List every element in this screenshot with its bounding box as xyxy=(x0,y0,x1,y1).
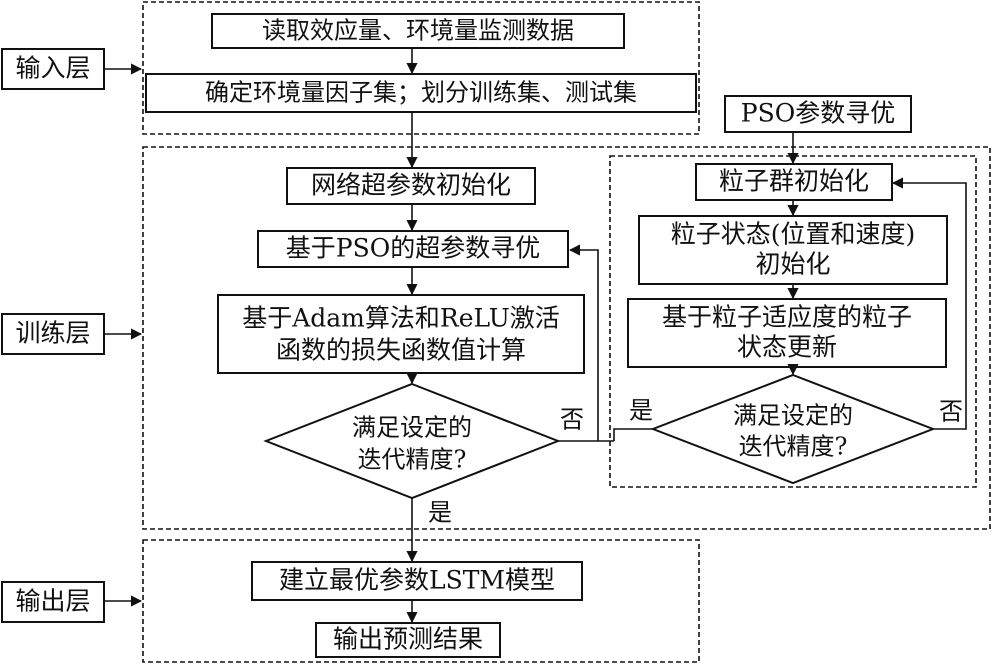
svg-text:函数的损失函数值计算: 函数的损失函数值计算 xyxy=(276,336,526,365)
svg-text:输出层: 输出层 xyxy=(15,587,90,616)
pso-subframe xyxy=(609,155,977,488)
train-decision-diamond: 满足设定的 迭代精度? xyxy=(263,382,561,500)
yes-label-bottom: 是 xyxy=(428,499,452,527)
svg-text:确定环境量因子集；划分训练集、测试集: 确定环境量因子集；划分训练集、测试集 xyxy=(205,79,637,107)
svg-text:状态更新: 状态更新 xyxy=(737,333,837,362)
build-model-box: 建立最优参数LSTM模型 xyxy=(251,561,583,601)
input-layer-label: 输入层 xyxy=(1,48,105,90)
svg-text:网络超参数初始化: 网络超参数初始化 xyxy=(311,171,511,200)
svg-text:迭代精度?: 迭代精度? xyxy=(739,433,848,461)
loss-calc-box: 基于Adam算法和ReLU激活 函数的损失函数值计算 xyxy=(217,294,585,374)
svg-text:满足设定的: 满足设定的 xyxy=(733,402,853,430)
train-layer-label: 训练层 xyxy=(1,313,105,355)
pso-decision-diamond: 满足设定的 迭代精度? xyxy=(650,373,936,485)
svg-text:基于粒子适应度的粒子: 基于粒子适应度的粒子 xyxy=(662,303,912,332)
no-label-left: 否 xyxy=(560,406,584,434)
svg-text:PSO参数寻优: PSO参数寻优 xyxy=(741,99,895,128)
svg-text:迭代精度?: 迭代精度? xyxy=(358,446,467,474)
svg-text:训练层: 训练层 xyxy=(15,319,90,348)
predict-box: 输出预测结果 xyxy=(315,622,501,658)
return-to-search-arrow xyxy=(568,244,599,441)
output-layer-label: 输出层 xyxy=(1,581,105,623)
svg-text:输入层: 输入层 xyxy=(15,54,90,83)
pso-search-box: 基于PSO的超参数寻优 xyxy=(257,230,569,268)
svg-text:输出预测结果: 输出预测结果 xyxy=(333,625,483,654)
no-label-pso: 否 xyxy=(939,398,963,426)
state-init-box: 粒子状态(位置和速度) 初始化 xyxy=(638,215,948,285)
svg-text:初始化: 初始化 xyxy=(755,250,830,279)
pso-loop-arrow xyxy=(891,177,967,430)
svg-text:基于PSO的超参数寻优: 基于PSO的超参数寻优 xyxy=(286,234,540,263)
svg-text:满足设定的: 满足设定的 xyxy=(352,414,472,442)
hyper-init-box: 网络超参数初始化 xyxy=(286,167,536,205)
output-layer-frame xyxy=(142,539,700,663)
state-update-box: 基于粒子适应度的粒子 状态更新 xyxy=(627,298,947,368)
svg-text:粒子群初始化: 粒子群初始化 xyxy=(719,167,869,196)
train-layer-frame xyxy=(142,146,991,530)
svg-text:读取效应量、环境量监测数据: 读取效应量、环境量监测数据 xyxy=(262,17,574,45)
pso-yes-line xyxy=(613,428,653,441)
pso-title-box: PSO参数寻优 xyxy=(724,95,912,133)
svg-text:基于Adam算法和ReLU激活: 基于Adam算法和ReLU激活 xyxy=(242,304,560,333)
svg-text:建立最优参数LSTM模型: 建立最优参数LSTM模型 xyxy=(279,566,555,595)
read-data-box: 读取效应量、环境量监测数据 xyxy=(211,13,625,49)
yes-label-pso: 是 xyxy=(629,397,653,425)
factor-split-box: 确定环境量因子集；划分训练集、测试集 xyxy=(145,73,697,113)
svg-text:粒子状态(位置和速度): 粒子状态(位置和速度) xyxy=(671,220,916,249)
swarm-init-box: 粒子群初始化 xyxy=(695,163,893,201)
